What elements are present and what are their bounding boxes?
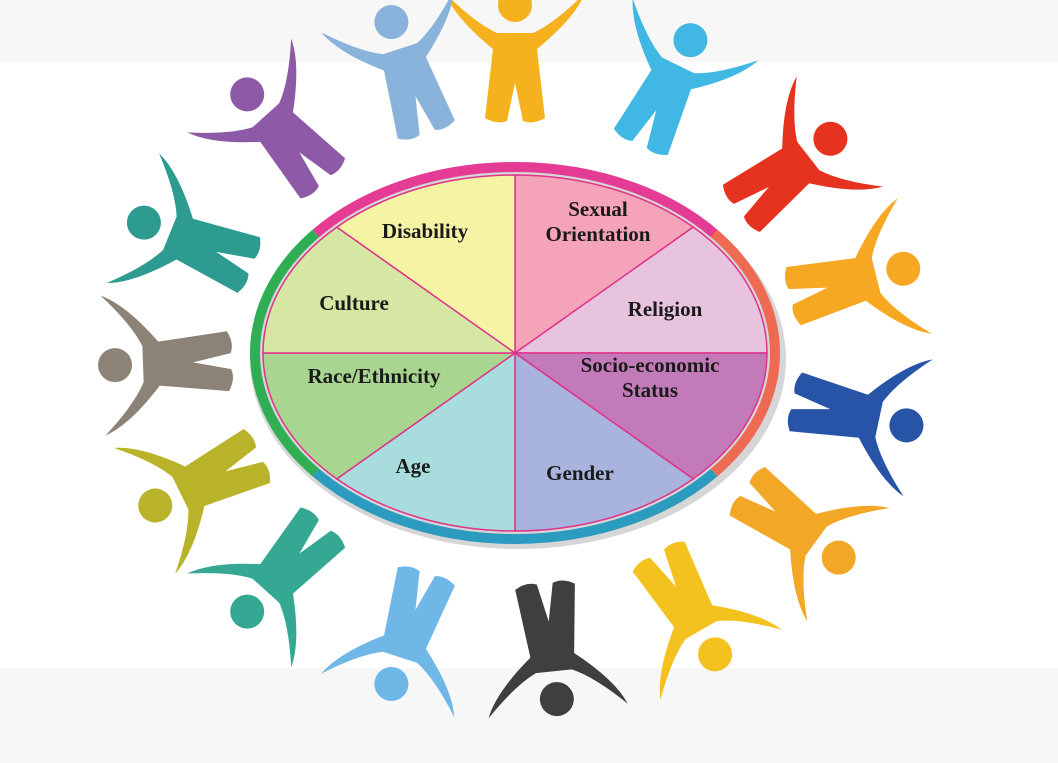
- wheel-segment: [335, 351, 516, 532]
- segment-label-line: Status: [622, 378, 678, 402]
- segment-label: Disability: [382, 219, 469, 243]
- person-figure-red: [722, 76, 883, 233]
- segment-label: Culture: [319, 291, 389, 315]
- segment-label: Gender: [546, 461, 614, 485]
- person-figure-sky-blue: [321, 566, 455, 718]
- segment-label-line: Age: [396, 454, 431, 478]
- segment-label-line: Race/Ethnicity: [308, 364, 441, 388]
- segment-label-line: Sexual: [568, 197, 628, 221]
- wheel-segment: [514, 174, 695, 355]
- wheel-segment: [262, 226, 518, 354]
- wheel-segment: [514, 351, 695, 532]
- segment-label-line: Disability: [382, 219, 469, 243]
- wheel-segment: [512, 352, 768, 480]
- segment-label-line: Religion: [628, 297, 703, 321]
- segment-label-line: Orientation: [546, 222, 651, 246]
- person-figure-orange: [784, 197, 932, 334]
- wheel-rim-arc: [312, 468, 718, 545]
- segment-label-line: Gender: [546, 461, 614, 485]
- people-ring: [98, 0, 933, 719]
- segment-label-line: Culture: [319, 291, 389, 315]
- segment-label: Age: [396, 454, 431, 478]
- person-figure-pale-blue: [321, 0, 455, 140]
- segment-label: Religion: [628, 297, 703, 321]
- person-figure-yellow: [448, 0, 582, 123]
- person-figure-olive: [113, 429, 271, 574]
- person-figure-gold: [729, 466, 890, 622]
- wheel-rim-arc: [312, 161, 718, 238]
- person-figure-light-blue: [613, 0, 759, 156]
- person-figure-sea-green: [106, 153, 261, 293]
- wheel-rim-arc: [250, 229, 320, 477]
- wheel-segment: [335, 174, 516, 355]
- segment-label: Race/Ethnicity: [308, 364, 441, 388]
- person-figure-taupe: [98, 295, 233, 436]
- person-figure-blue: [787, 359, 933, 497]
- segment-label-line: Socio-economic: [581, 353, 720, 377]
- bottom-band: [0, 668, 1058, 763]
- person-figure-purple: [187, 38, 346, 199]
- person-figure-teal: [187, 507, 346, 668]
- person-figure-dark-gray: [488, 580, 628, 719]
- wheel-segment: [262, 352, 518, 480]
- wheel-segment: [512, 226, 768, 354]
- person-figure-yellow-bottom: [632, 541, 782, 700]
- wheel-rim-arc: [710, 229, 780, 477]
